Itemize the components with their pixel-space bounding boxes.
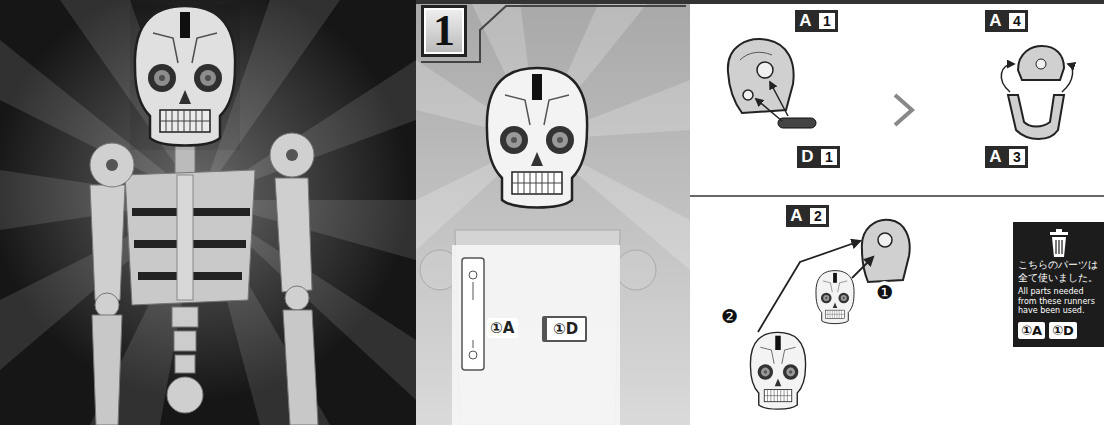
photo-panel-part (0, 0, 410, 400)
photo-panel-part (90, 185, 125, 300)
step-panel-part (416, 0, 690, 425)
node-text: こちらのパーツは全て使いました。 (1018, 258, 1100, 284)
photo-panel-part (275, 178, 312, 292)
assembly-panel-part (757, 62, 773, 78)
step-panel-part (469, 271, 477, 279)
assembly-panel-part (750, 332, 805, 409)
assembly-panel-part (1036, 59, 1046, 69)
assembly-panel-part (1001, 64, 1014, 92)
node-subtext: ①D (1049, 322, 1077, 339)
runner-tag: ①D (542, 316, 587, 342)
node-text: ①D (553, 320, 579, 338)
trash-icon-part (1052, 237, 1066, 257)
step-panel-part (469, 351, 477, 359)
photo-panel-part (90, 143, 134, 187)
assembly-panel-part (852, 257, 873, 278)
node-subtext: ①A (1018, 322, 1045, 339)
assembly-panel-part (728, 39, 794, 113)
photo-panel-part (130, 5, 240, 150)
step-panel-part (452, 245, 620, 425)
step-panel-part (421, 6, 686, 62)
step-panel-part (473, 282, 474, 348)
step-panel-part (416, 0, 1104, 4)
part-number: 1 (818, 146, 840, 168)
photo-panel-part (167, 377, 203, 413)
photo-panel-part (92, 315, 122, 425)
runner-letter: A (985, 10, 1006, 32)
runner-letter: A (985, 146, 1006, 168)
node-text: ①A (490, 319, 515, 337)
runner-letter: A (786, 205, 807, 227)
step-panel (416, 0, 1104, 425)
part-number: 4 (1006, 10, 1028, 32)
assembly-panel-part (1062, 64, 1073, 92)
photo-panel-part (270, 133, 314, 177)
photo-panel-part (286, 149, 298, 161)
step-panel-part (487, 68, 587, 208)
photo-panel-part (125, 170, 255, 305)
photo-panel-part (95, 293, 119, 317)
part-number: 3 (1006, 146, 1028, 168)
photo-panel-part (175, 355, 195, 373)
assembly-panel-part (758, 241, 860, 332)
trash-icon-part (1056, 240, 1062, 254)
assembly-panel-part (778, 118, 816, 128)
photo-panel-part (172, 307, 198, 327)
node-text: 1 (433, 8, 455, 54)
assembly-panel-part (690, 4, 1104, 425)
assembly-panel-part (1008, 95, 1064, 139)
callout-number: ❶ (876, 281, 893, 303)
photo-panel-part (106, 159, 118, 171)
assembly-panel-part (743, 90, 753, 100)
step-panel-part (462, 258, 484, 370)
assembly-panel-part (740, 52, 772, 60)
runner-letter: D (797, 146, 818, 168)
assembly-panel-part (690, 195, 1104, 197)
callout-number: ❷ (721, 305, 738, 327)
photo-panel-part (285, 286, 309, 310)
assembly-panel-part (1018, 46, 1064, 80)
node-subtext: All parts needed from these runners have… (1018, 287, 1100, 316)
part-number: 2 (807, 205, 829, 227)
assembly-panel-part (878, 233, 892, 247)
step-panel-part (616, 250, 656, 290)
photo-panel-part (174, 331, 196, 351)
photo-panel-part (177, 175, 193, 300)
assembly-panel-part (756, 99, 782, 121)
photo-panel (0, 0, 416, 425)
trash-icon (1047, 229, 1071, 259)
assembly-panel (690, 4, 1104, 425)
assembly-panel-part (816, 271, 854, 324)
runner-tag: ①A (487, 318, 518, 338)
photo-panel-part (283, 310, 318, 425)
trash-icon-part (1056, 229, 1062, 232)
step-number: 1 (421, 5, 467, 57)
trash-icon-part (1050, 232, 1068, 235)
part-number: 1 (816, 10, 838, 32)
runner-letter: A (795, 10, 816, 32)
assembly-panel-part (862, 220, 910, 282)
assembly-panel-part (770, 82, 788, 116)
assembly-panel-part (895, 95, 912, 125)
